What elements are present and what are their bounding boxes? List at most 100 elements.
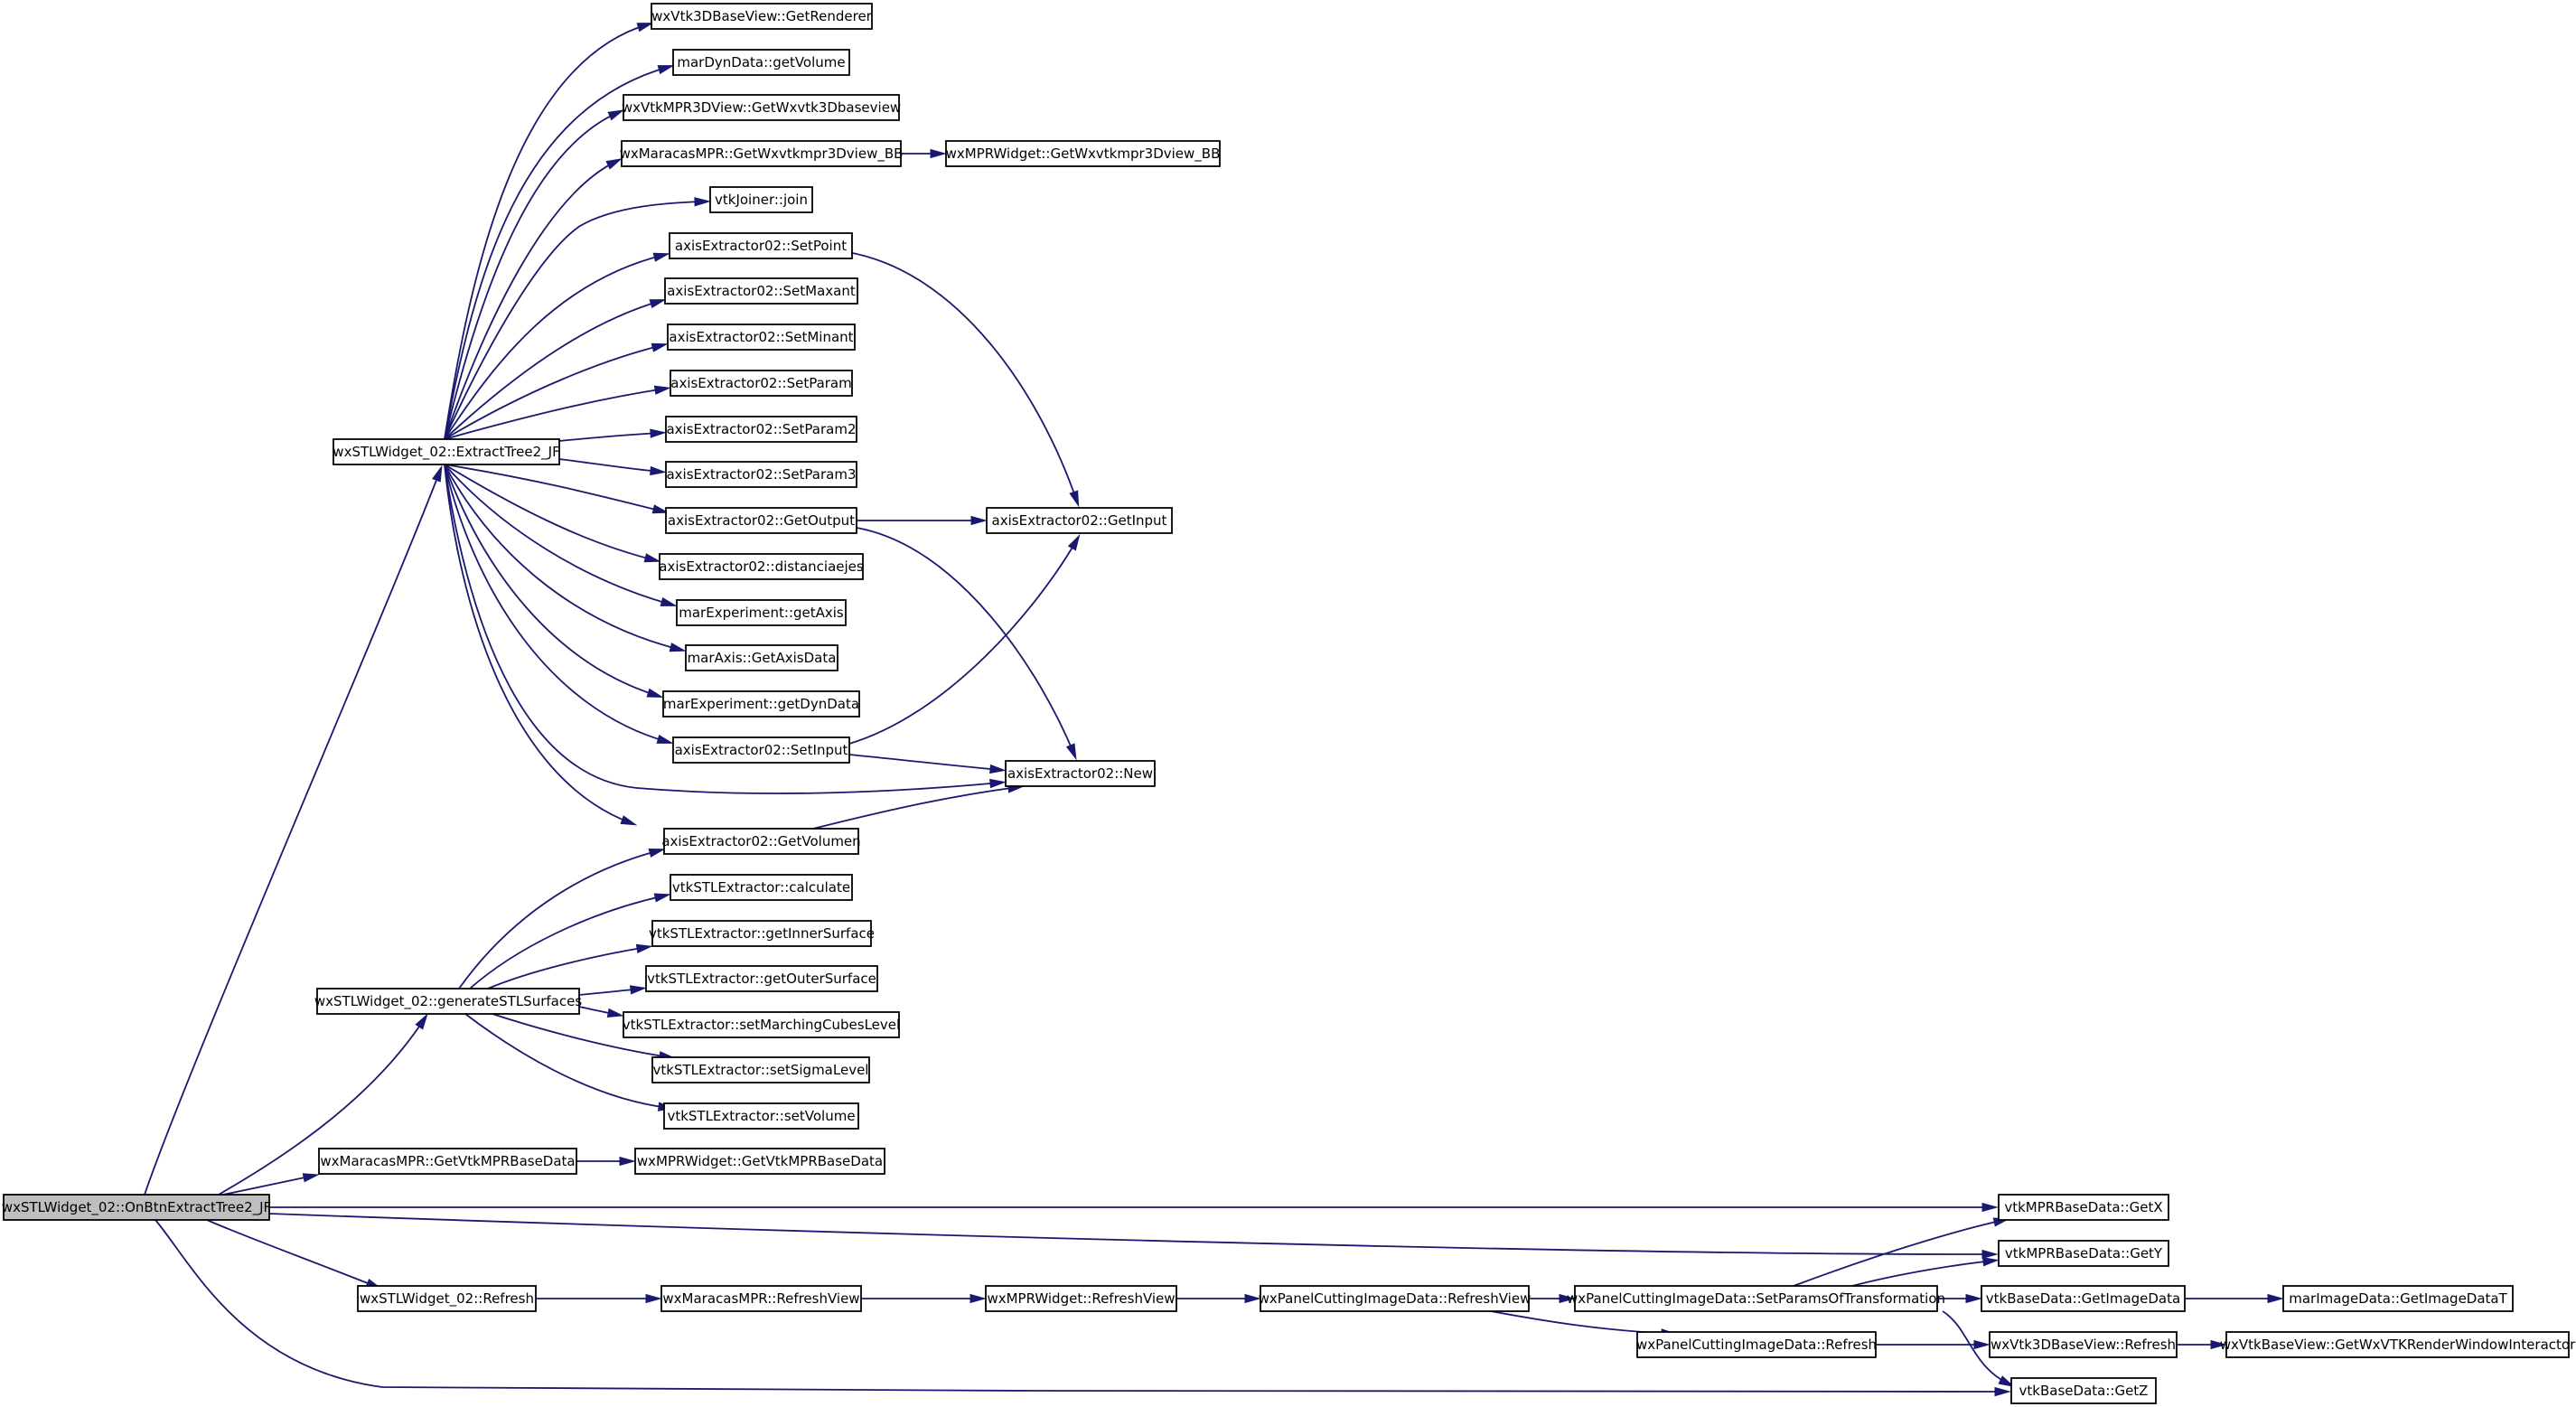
node-getwxmpr3d[interactable]: wxMaracasMPR::GetWxvtkmpr3Dview_BB bbox=[620, 140, 904, 167]
node-box[interactable] bbox=[2282, 1285, 2514, 1312]
node-inner[interactable]: vtkSTLExtractor::getInnerSurface bbox=[649, 920, 875, 947]
arrowhead-icon bbox=[619, 1156, 636, 1167]
node-setminant[interactable]: axisExtractor02::SetMinant bbox=[667, 324, 856, 351]
node-setvolume[interactable]: vtkSTLExtractor::setVolume bbox=[663, 1102, 859, 1130]
node-box[interactable] bbox=[667, 324, 856, 351]
node-getwxvtk3d[interactable]: wxVtkMPR3DView::GetWxvtk3Dbaseview bbox=[622, 94, 901, 121]
node-box[interactable] bbox=[945, 140, 1221, 167]
node-box[interactable] bbox=[659, 553, 864, 580]
node-getz[interactable]: vtkBaseData::GetZ bbox=[2010, 1377, 2157, 1404]
node-label: vtkSTLExtractor::calculate bbox=[672, 879, 850, 896]
node-box[interactable] bbox=[663, 1102, 859, 1130]
node-box[interactable] bbox=[2010, 1377, 2157, 1404]
node-box[interactable] bbox=[1998, 1240, 2169, 1267]
node-box[interactable] bbox=[634, 1148, 885, 1175]
node-setinput[interactable]: axisExtractor02::SetInput bbox=[672, 736, 850, 764]
node-refreshview[interactable]: wxMaracasMPR::RefreshView bbox=[660, 1285, 862, 1312]
node-3drefresh[interactable]: wxVtk3DBaseView::Refresh bbox=[1989, 1331, 2178, 1358]
node-box[interactable] bbox=[665, 461, 857, 488]
node-box[interactable] bbox=[1005, 760, 1156, 787]
node-box[interactable] bbox=[1989, 1331, 2178, 1358]
node-box[interactable] bbox=[985, 1285, 1177, 1312]
node-getvolumen[interactable]: axisExtractor02::GetVolumen bbox=[661, 828, 861, 855]
node-genstl[interactable]: wxSTLWidget_02::generateSTLSurfaces bbox=[314, 988, 582, 1015]
node-box[interactable] bbox=[665, 416, 857, 443]
node-box[interactable] bbox=[3, 1194, 270, 1221]
node-box[interactable] bbox=[685, 644, 838, 671]
node-label: axisExtractor02::GetVolumen bbox=[661, 833, 860, 849]
node-getoutput[interactable]: axisExtractor02::GetOutput bbox=[665, 507, 857, 534]
node-box[interactable] bbox=[623, 1011, 900, 1038]
node-getrenderer[interactable]: wxVtk3DBaseView::GetRenderer bbox=[651, 3, 873, 30]
node-refresh[interactable]: wxSTLWidget_02::Refresh bbox=[357, 1285, 537, 1312]
node-box[interactable] bbox=[357, 1285, 537, 1312]
node-extract[interactable]: wxSTLWidget_02::ExtractTree2_JF bbox=[333, 438, 560, 465]
node-box[interactable] bbox=[318, 1148, 577, 1175]
node-setparam[interactable]: axisExtractor02::SetParam bbox=[670, 370, 853, 397]
node-box[interactable] bbox=[1636, 1331, 1877, 1358]
node-join[interactable]: vtkJoiner::join bbox=[709, 186, 813, 213]
node-box[interactable] bbox=[2225, 1331, 2570, 1358]
arrowhead-icon bbox=[605, 158, 623, 170]
node-getvtkmpr[interactable]: wxMaracasMPR::GetVtkMPRBaseData bbox=[318, 1148, 577, 1175]
node-box[interactable] bbox=[1574, 1285, 1938, 1312]
node-getaxis[interactable]: marExperiment::getAxis bbox=[676, 599, 847, 626]
node-getx[interactable]: vtkMPRBaseData::GetX bbox=[1998, 1194, 2169, 1221]
node-gety[interactable]: vtkMPRBaseData::GetY bbox=[1998, 1240, 2169, 1267]
edge-line bbox=[444, 464, 632, 824]
node-setparam3[interactable]: axisExtractor02::SetParam3 bbox=[665, 461, 857, 488]
arrowhead-icon bbox=[1982, 1257, 2000, 1267]
node-getdyndata[interactable]: marExperiment::getDynData bbox=[662, 690, 860, 718]
node-box[interactable] bbox=[665, 507, 857, 534]
node-box[interactable] bbox=[672, 736, 850, 764]
node-box[interactable] bbox=[663, 828, 859, 855]
edge-extract-to-setparam bbox=[444, 385, 671, 440]
node-mprgetwxmpr3d[interactable]: wxMPRWidget::GetWxvtkmpr3Dview_BB bbox=[945, 140, 1221, 167]
node-box[interactable] bbox=[651, 1056, 870, 1083]
node-setparams[interactable]: wxPanelCuttingImageData::SetParamsOfTran… bbox=[1567, 1285, 1945, 1312]
node-box[interactable] bbox=[623, 94, 900, 121]
node-outer[interactable]: vtkSTLExtractor::getOuterSurface bbox=[645, 965, 878, 992]
node-setpoint[interactable]: axisExtractor02::SetPoint bbox=[669, 232, 853, 259]
node-box[interactable] bbox=[670, 370, 853, 397]
node-getaxisdata[interactable]: marAxis::GetAxisData bbox=[685, 644, 838, 671]
edge-mprrefreshview-to-pcrefreshview bbox=[1176, 1293, 1261, 1304]
node-pcrefresh[interactable]: wxPanelCuttingImageData::Refresh bbox=[1636, 1331, 1877, 1358]
node-marching[interactable]: vtkSTLExtractor::setMarchingCubesLevel bbox=[623, 1011, 900, 1038]
node-box[interactable] bbox=[672, 49, 850, 76]
node-box[interactable] bbox=[664, 277, 858, 305]
node-sigma[interactable]: vtkSTLExtractor::setSigmaLevel bbox=[651, 1056, 870, 1083]
node-box[interactable] bbox=[316, 988, 580, 1015]
node-box[interactable] bbox=[1998, 1194, 2169, 1221]
node-getimagedata[interactable]: vtkBaseData::GetImageData bbox=[1981, 1285, 2186, 1312]
node-box[interactable] bbox=[333, 438, 560, 465]
node-box[interactable] bbox=[660, 1285, 862, 1312]
node-box[interactable] bbox=[709, 186, 813, 213]
node-box[interactable] bbox=[662, 690, 860, 718]
node-root[interactable]: wxSTLWidget_02::OnBtnExtractTree2_JF bbox=[2, 1194, 271, 1221]
node-calculate[interactable]: vtkSTLExtractor::calculate bbox=[670, 874, 853, 901]
node-box[interactable] bbox=[669, 232, 853, 259]
node-getrwi[interactable]: wxVtkBaseView::GetWxVTKRenderWindowInter… bbox=[2220, 1331, 2576, 1358]
node-box[interactable] bbox=[986, 507, 1173, 534]
node-box[interactable] bbox=[651, 3, 873, 30]
node-getvolume[interactable]: marDynData::getVolume bbox=[672, 49, 850, 76]
edge-line bbox=[487, 946, 648, 990]
node-box[interactable] bbox=[1981, 1285, 2186, 1312]
node-box[interactable] bbox=[670, 874, 853, 901]
node-mprrefreshview[interactable]: wxMPRWidget::RefreshView bbox=[985, 1285, 1177, 1312]
node-box[interactable] bbox=[645, 965, 878, 992]
node-distancia[interactable]: axisExtractor02::distanciaejes bbox=[659, 553, 864, 580]
node-new[interactable]: axisExtractor02::New bbox=[1005, 760, 1156, 787]
node-mprgetvtk[interactable]: wxMPRWidget::GetVtkMPRBaseData bbox=[634, 1148, 885, 1175]
node-label: axisExtractor02::SetMinant bbox=[669, 329, 853, 345]
node-setmaxant[interactable]: axisExtractor02::SetMaxant bbox=[664, 277, 858, 305]
node-box[interactable] bbox=[651, 920, 872, 947]
node-getinput[interactable]: axisExtractor02::GetInput bbox=[986, 507, 1173, 534]
node-getimagedatat[interactable]: marImageData::GetImageDataT bbox=[2282, 1285, 2514, 1312]
node-box[interactable] bbox=[621, 140, 902, 167]
node-box[interactable] bbox=[676, 599, 847, 626]
node-setparam2[interactable]: axisExtractor02::SetParam2 bbox=[665, 416, 857, 443]
node-box[interactable] bbox=[1260, 1285, 1530, 1312]
node-pcrefreshview[interactable]: wxPanelCuttingImageData::RefreshView bbox=[1259, 1285, 1532, 1312]
